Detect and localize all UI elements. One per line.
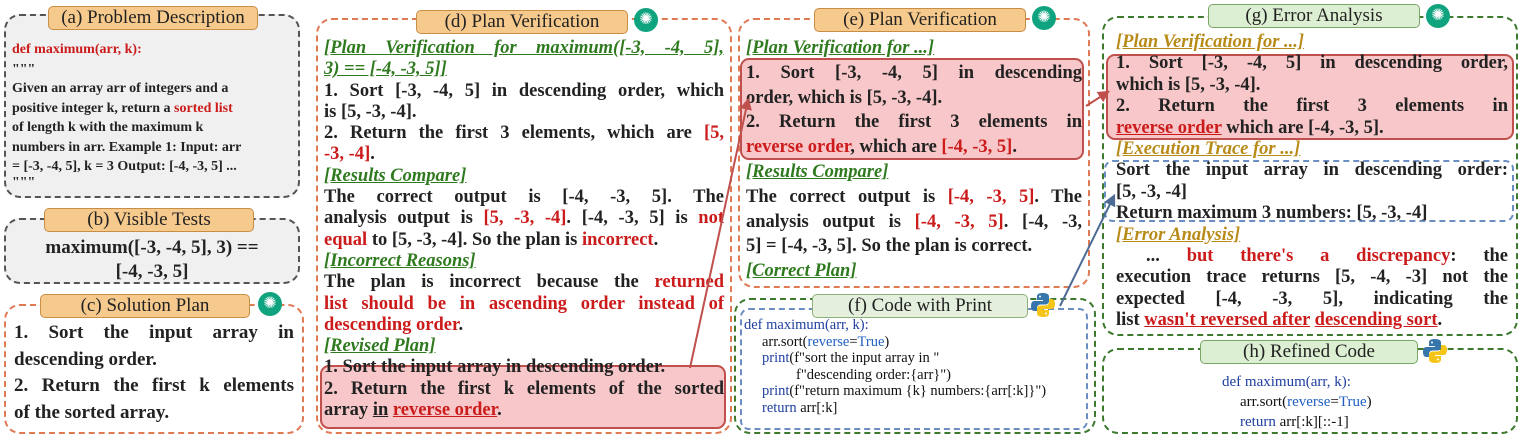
panel-problem-description (4, 14, 300, 198)
verification-step: reverse order, which are [-4, -3, 5]. (746, 137, 1017, 158)
sorted-list-highlight: sorted list (174, 100, 233, 116)
analysis-line: ... but there's a discrepancy: the (1146, 246, 1509, 267)
openai-logo-icon: ✺ (258, 292, 282, 316)
code-line: def maximum(arr, k): (744, 317, 869, 333)
plan-step: of the sorted array. (14, 401, 170, 423)
analysis-line: list wasn't reversed after descending so… (1116, 310, 1443, 331)
compare-line: equal to [5, -3, -4]. So the plan is inc… (324, 229, 659, 250)
revised-step: array in reverse order. (324, 400, 502, 421)
compare-line: analysis output is [5, -3, -4]. [-4, -3,… (324, 208, 724, 229)
verification-step: reverse order which are [-4, -3, 5]. (1116, 117, 1384, 138)
plan-step: 1. Sort the input array in (14, 322, 294, 343)
panel-g-title: (g) Error Analysis (1208, 4, 1420, 28)
section-heading: [Results Compare] (746, 161, 889, 182)
arrow-revised-plan-to-verification (689, 97, 752, 369)
section-heading: [Incorrect Reasons] (324, 250, 476, 271)
section-heading: [Revised Plan] (324, 336, 436, 357)
python-logo-icon (1031, 293, 1055, 317)
panel-f-title: (f) Code with Print (812, 294, 1028, 318)
compare-line: The correct output is [-4, -3, 5]. The (324, 187, 724, 208)
verification-highlight (740, 58, 1084, 160)
problem-text: def maximum(arr, k): """ Given an array … (12, 40, 296, 192)
test-line: maximum([-3, -4, 5], 3) == (45, 237, 259, 258)
panel-e-title: (e) Plan Verification (814, 8, 1026, 32)
arrow-verification-to-error-analysis (1085, 90, 1111, 107)
code-line: print(f"return maximum {k} numbers:{arr[… (762, 383, 1047, 399)
section-heading: [Error Analysis] (1116, 224, 1241, 245)
description-line: = [-3, -4, 5], k = 3 Output: [-4, -3, 5]… (12, 159, 237, 174)
verification-step: 1. Sort [-3, -4, 5] in descending (746, 62, 1082, 83)
trace-line: Sort the input array in descending order… (1116, 160, 1508, 181)
plan-verification-d-text: [Plan Verification for maximum([-3, -4, … (324, 38, 724, 421)
compare-line: analysis output is [-4, -3, 5]. [-4, -3, (746, 211, 1082, 232)
verification-step: -3, -4]. (324, 144, 375, 165)
compare-line: The correct output is [-4, -3, 5]. The (746, 186, 1082, 207)
code-line: return arr[:k][::-1] (1240, 414, 1349, 430)
code-with-print-listing: def maximum(arr, k): arr.sort(reverse=Tr… (744, 317, 1086, 416)
section-heading: [Execution Trace for ...] (1116, 139, 1301, 160)
docstring-open: """ (12, 61, 36, 77)
plan-verification-highlight (1106, 54, 1514, 140)
revised-plan-highlight (320, 365, 726, 429)
arrow-code-to-execution-trace (1059, 193, 1116, 307)
description-line: of length k with the maximum k (12, 120, 204, 135)
verification-step: 2. Return the first 3 elements in (746, 112, 1082, 133)
verification-step: 1. Sort [-3, -4, 5] in descending order,… (324, 80, 724, 101)
plan-verification-e-text: [Plan Verification for ...] 1. Sort [-3,… (746, 36, 1082, 284)
description-line: numbers in arr. Example 1: Input: arr (12, 139, 242, 155)
code-line: return arr[:k] (762, 399, 838, 416)
section-heading: [Plan Verification for maximum([-3, -4, … (324, 38, 724, 58)
description-line: Given an array arr of integers and a (12, 81, 229, 96)
analysis-line: execution trace returns [5, -4, -3] not … (1116, 267, 1508, 288)
plan-step: descending order. (14, 348, 157, 370)
verification-step: 2. Return the first 3 elements, which ar… (324, 123, 724, 144)
verification-step: order, which is [5, -3, -4]. (746, 87, 943, 108)
panel-d-title: (d) Plan Verification (416, 10, 628, 34)
solution-plan-text: 1. Sort the input array in descending or… (14, 320, 294, 426)
description-line: positive integer k, return a sorted list (12, 100, 233, 116)
code-line: arr.sort(reverse=True) (762, 333, 890, 350)
panel-c-title: (c) Solution Plan (40, 294, 250, 318)
verification-step: which is [5, -3, -4]. (1116, 74, 1261, 95)
reason-line: descending order. (324, 314, 464, 335)
code-line: arr.sort(reverse=True) (1240, 394, 1372, 410)
revised-step: 1. Sort the input array in descending or… (324, 357, 666, 378)
code-line: def maximum(arr, k): (1222, 374, 1351, 390)
analysis-line: expected [-4, -3, 5], indicating the (1116, 288, 1508, 309)
test-line: [-4, -3, 5] (115, 261, 189, 282)
openai-logo-icon: ✺ (1032, 6, 1056, 30)
openai-logo-icon: ✺ (1426, 4, 1450, 28)
trace-line: [5, -3, -4] (1116, 181, 1187, 202)
section-heading: [Plan Verification for ...] (746, 38, 935, 58)
panel-h-title: (h) Refined Code (1200, 340, 1418, 364)
section-heading: 3) == [-4, -3, 5]] (324, 59, 447, 80)
verification-step: 1. Sort [-3, -4, 5] in descending order, (1116, 53, 1508, 74)
verification-step: 2. Return the first 3 elements in (1116, 96, 1508, 117)
trace-line: Return maximum 3 numbers: [5, -3, -4] (1116, 203, 1428, 224)
python-logo-icon (1423, 339, 1447, 363)
error-analysis-text: [Plan Verification for ...] 1. Sort [-3,… (1116, 32, 1508, 332)
function-signature: def maximum(arr, k): (12, 42, 142, 57)
panel-b-title: (b) Visible Tests (44, 208, 254, 232)
code-line: f"descending order:{arr}") (796, 366, 951, 383)
verification-step: is [5, -3, -4]. (324, 101, 417, 122)
revised-step: 2. Return the first k elements of the so… (324, 378, 724, 399)
reason-line: list should be in ascending order instea… (324, 293, 724, 314)
visible-test-text: maximum([-3, -4, 5], 3) == [-4, -3, 5] (10, 236, 294, 284)
openai-logo-icon: ✺ (634, 8, 658, 32)
execution-trace-box (1104, 160, 1514, 222)
section-heading: [Correct Plan] (746, 261, 857, 282)
docstring-close: """ (12, 174, 36, 190)
section-heading: [Results Compare] (324, 165, 467, 186)
section-heading: [Plan Verification for ...] (1116, 32, 1305, 52)
plan-step: 2. Return the first k elements (14, 375, 294, 396)
compare-line: 5] = [-4, -3, 5]. So the plan is correct… (746, 236, 1033, 257)
refined-code-listing: def maximum(arr, k): arr.sort(reverse=Tr… (1222, 372, 1512, 432)
code-line: print(f"sort the input array in " (762, 350, 940, 366)
panel-a-title: (a) Problem Description (48, 6, 258, 30)
